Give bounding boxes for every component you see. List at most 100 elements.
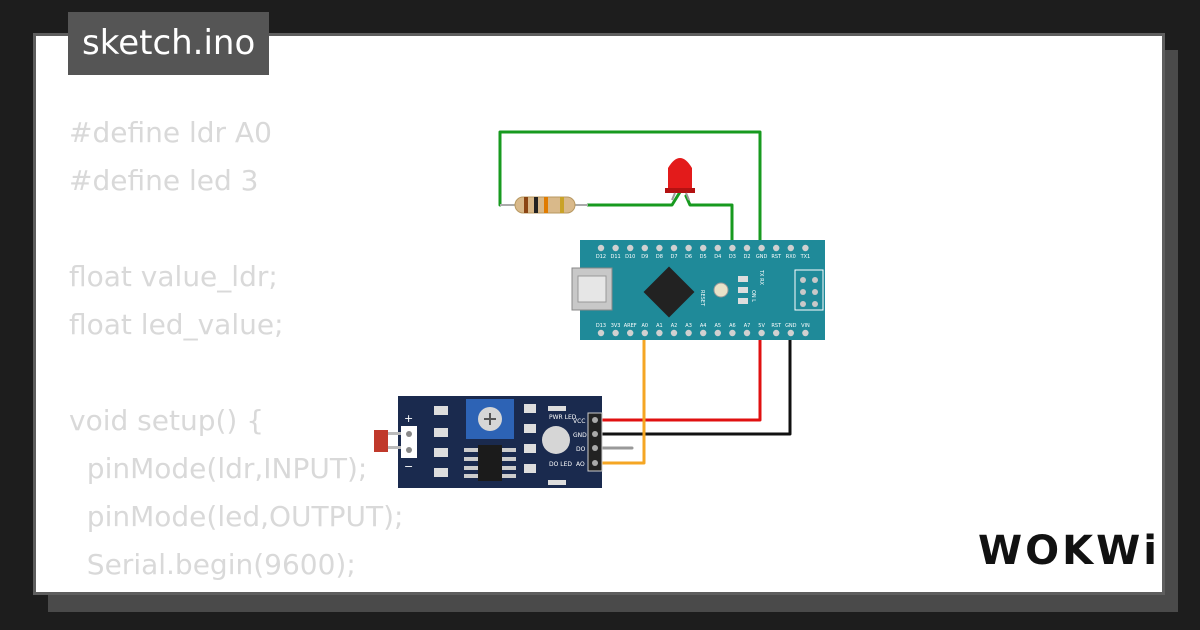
pin-label: GND [756, 254, 768, 260]
file-tab[interactable]: sketch.ino [68, 12, 270, 75]
code-line: float led_value; [69, 308, 284, 341]
pin-label: AREF [624, 323, 637, 329]
pin-label: D2 [743, 254, 750, 260]
code-line: float value_ldr; [69, 260, 278, 293]
wire-orange-ao [598, 331, 646, 465]
pin-label: A5 [714, 323, 721, 329]
red-led[interactable] [665, 158, 695, 201]
header-pin[interactable] [641, 329, 648, 337]
pin-label: D7 [670, 254, 677, 260]
header-pin[interactable] [758, 244, 765, 252]
code-line: void setup() { [69, 404, 265, 437]
pin-label-gnd: GND [573, 432, 587, 439]
header-pin[interactable] [656, 329, 663, 337]
minus-label: − [404, 460, 413, 473]
pin-label: A3 [685, 323, 692, 329]
pin-label: A1 [656, 323, 663, 329]
pin-label: RST [771, 323, 782, 329]
header-pin[interactable] [641, 244, 648, 252]
header-pin[interactable] [743, 244, 751, 252]
header-pin[interactable] [729, 244, 736, 252]
header-pin[interactable] [729, 329, 736, 337]
wire-red-vcc [598, 331, 762, 422]
header-pin[interactable] [700, 244, 707, 252]
sensor-dome [542, 426, 570, 454]
reset-label: RESET [699, 290, 705, 307]
pin-label: VIN [801, 323, 810, 329]
pin-label: D11 [610, 254, 620, 260]
pin-label: A0 [641, 323, 648, 329]
pin-label: 3V3 [611, 323, 621, 329]
plus-label: + [404, 412, 413, 425]
wire-green-gnd [498, 130, 762, 250]
header-pin[interactable] [802, 329, 809, 337]
header-pin[interactable] [685, 329, 692, 337]
header-pin[interactable] [773, 244, 780, 252]
pin-label: D9 [641, 254, 648, 260]
header-pin[interactable] [670, 329, 678, 337]
comparator-chip [478, 445, 502, 481]
pwr-led-label: PWR LED [549, 414, 577, 421]
pin-label: D5 [700, 254, 707, 260]
photoresistor [374, 430, 388, 452]
pin-label: D4 [714, 254, 721, 260]
header-pin[interactable] [612, 244, 619, 252]
pin-label: A7 [744, 323, 751, 329]
header-pin[interactable] [627, 244, 634, 252]
do-led-label: DO LED [549, 461, 572, 468]
pin-label: 5V [758, 323, 765, 329]
header-pin[interactable] [714, 329, 721, 337]
header-pin[interactable] [670, 244, 678, 252]
wire-green-resistor-led [586, 190, 682, 207]
code-preview: #define ldr A0 #define led 3 float value_l… [69, 109, 404, 592]
ldr-sensor-module[interactable]: + − PWR LED DO LED VCC GND DO AO [374, 396, 603, 488]
header-pin[interactable] [743, 329, 751, 337]
code-line: pinMode(ldr,INPUT); [69, 452, 368, 485]
pin-label: RX0 [786, 254, 796, 260]
header-pin[interactable] [773, 329, 780, 337]
header-pin[interactable] [597, 244, 605, 252]
pin-label-do: DO [576, 446, 586, 453]
resistor[interactable] [500, 196, 588, 214]
header-pin[interactable] [685, 244, 692, 252]
pin-label: D6 [685, 254, 692, 260]
code-line: Serial.begin(9600); [69, 548, 356, 581]
header-pin[interactable] [656, 244, 663, 252]
pin-label: D13 [596, 323, 606, 329]
pin-label: D12 [596, 254, 606, 260]
pin-label: TX1 [800, 254, 811, 260]
header-pin[interactable] [700, 329, 707, 337]
wire-black-gnd [598, 331, 792, 436]
code-line: pinMode(led,OUTPUT); [69, 500, 404, 533]
txrx-label: TX RX [758, 269, 764, 286]
pin-label: A4 [700, 323, 707, 329]
header-pin[interactable] [612, 329, 619, 337]
header-pin[interactable] [758, 329, 765, 337]
pin-label: GND [785, 323, 797, 329]
reset-button[interactable] [713, 282, 729, 298]
wire-green-d3 [684, 194, 734, 250]
header-pin[interactable] [714, 244, 721, 252]
pin-label-vcc: VCC [573, 418, 585, 425]
mcu-chip [643, 266, 695, 318]
pin-label: D10 [625, 254, 635, 260]
pin-label-ao: AO [576, 461, 585, 468]
code-line: #define ldr A0 [69, 116, 272, 149]
header-pin[interactable] [802, 244, 809, 252]
header-pin[interactable] [787, 244, 794, 252]
pin-label: D8 [656, 254, 663, 260]
pin-label: A2 [671, 323, 678, 329]
header-pin[interactable] [787, 329, 794, 337]
header-pin[interactable] [627, 329, 634, 337]
code-line: #define led 3 [69, 164, 259, 197]
pin-label: RST [771, 254, 782, 260]
header-pin[interactable] [597, 329, 605, 337]
onl-label: ON L [750, 290, 756, 302]
pin-label: D3 [729, 254, 736, 260]
pin-label: A6 [729, 323, 736, 329]
wokwi-logo: WOKWi [978, 528, 1160, 574]
